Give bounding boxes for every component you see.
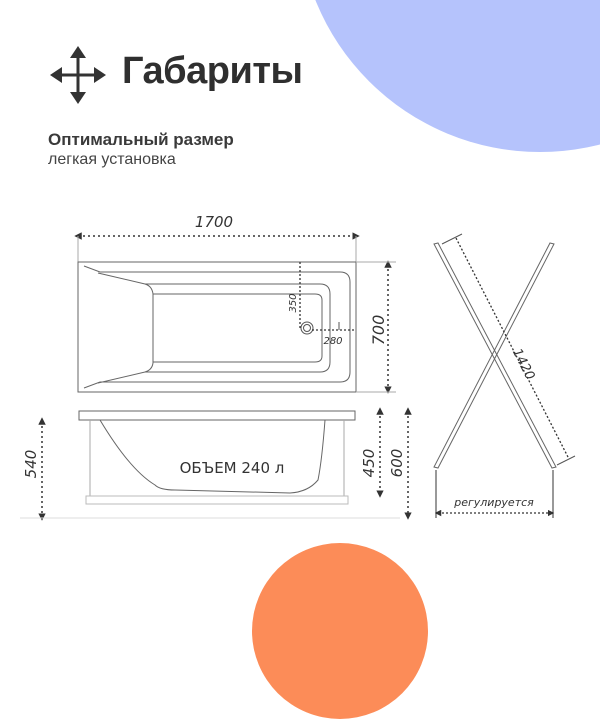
- move-arrows-icon: [50, 46, 106, 104]
- leg-height-label: 540: [22, 450, 40, 479]
- depth-label: 450: [360, 449, 378, 478]
- drain-side-label: 350: [288, 293, 299, 312]
- diagonal-label: 1420: [509, 346, 537, 382]
- page-title: Габариты: [122, 50, 303, 92]
- width-label: 700: [369, 315, 388, 346]
- adjustable-label: регулируется: [453, 496, 534, 509]
- top-view: [74, 232, 396, 394]
- subtitle: Оптимальный размер: [48, 130, 234, 149]
- side-view: [20, 407, 412, 521]
- bathtub-drawing: 1700 700 350 280 ОБЪЕМ 240 л 540 450 600…: [20, 213, 576, 521]
- subline: легкая установка: [48, 151, 176, 168]
- total-height-label: 600: [388, 449, 406, 478]
- length-label: 1700: [195, 213, 233, 231]
- drain-end-label: 280: [323, 336, 342, 347]
- volume-label: ОБЪЕМ 240 л: [180, 459, 285, 477]
- frame-view: [433, 233, 576, 518]
